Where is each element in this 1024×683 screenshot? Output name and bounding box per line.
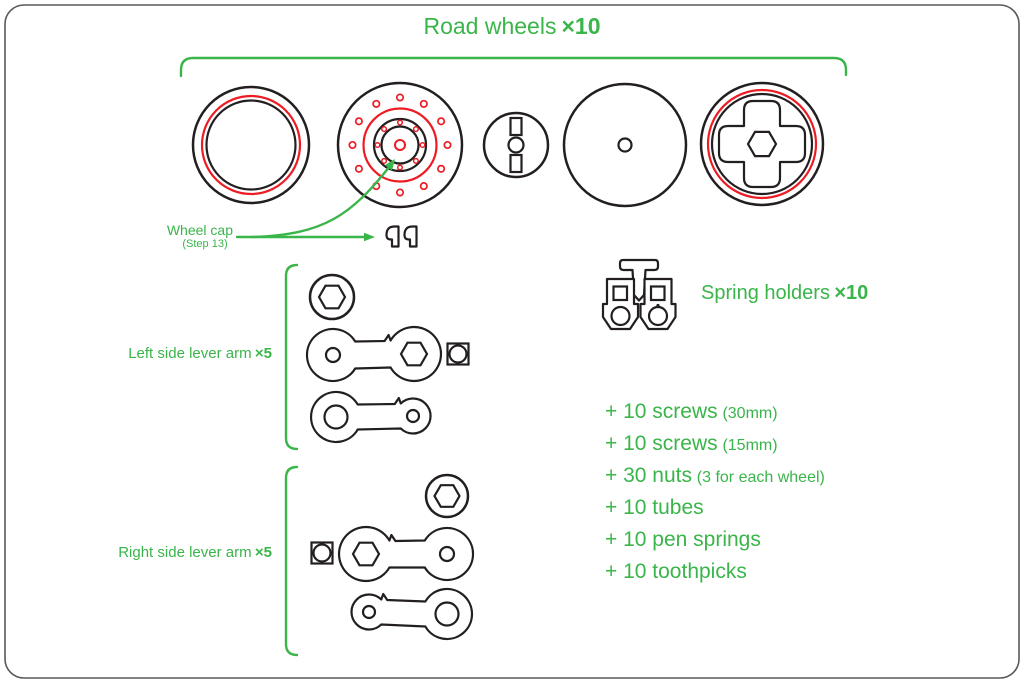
lever-arm-left-hex-illustration bbox=[305, 325, 442, 383]
left-arm-bracket bbox=[284, 263, 299, 451]
inner-bolt-dots bbox=[374, 119, 426, 171]
wheel-hub-face-illustration bbox=[336, 81, 464, 209]
parts-list-item: + 10 tubes bbox=[605, 496, 704, 519]
parts-list-item: + 10 toothpicks bbox=[605, 560, 747, 583]
outer-bolt-dots bbox=[348, 93, 452, 197]
axle-hole bbox=[394, 139, 406, 151]
wheel-cap-pointer-arrowhead bbox=[364, 232, 375, 242]
page-border bbox=[4, 4, 1020, 679]
title-text: Road wheels bbox=[423, 13, 557, 39]
parts-list: + 10 screws(30mm) + 10 screws(15mm) + 30… bbox=[605, 397, 825, 589]
spring-holders-label: Spring holders×10 bbox=[701, 282, 869, 304]
square-nut-left-illustration bbox=[446, 342, 470, 366]
right-arm-label: Right side lever arm×5 bbox=[118, 544, 272, 561]
wheel-cap-curved-arrowhead bbox=[384, 159, 395, 171]
center-hex-hole bbox=[746, 130, 778, 158]
lever-arm-left-round-illustration bbox=[309, 390, 432, 444]
left-arm-label: Left side lever arm×5 bbox=[128, 345, 272, 362]
hex-washer-left-illustration bbox=[308, 273, 356, 321]
wheel-cap-label: Wheel cap bbox=[166, 222, 233, 238]
title-count: ×10 bbox=[561, 13, 601, 39]
parts-list-item: + 10 screws(30mm) bbox=[605, 400, 778, 423]
spring-holder-parts-illustration bbox=[601, 258, 677, 331]
lever-arm-right-round-illustration bbox=[350, 587, 474, 641]
square-nut-right-illustration bbox=[310, 541, 334, 565]
hex-washer-right-illustration bbox=[424, 473, 470, 519]
cap-cross-shape bbox=[717, 99, 807, 189]
wheel-cap-face-illustration bbox=[699, 81, 825, 207]
tire-side-view-illustration bbox=[191, 85, 311, 205]
plain-wheel-face-illustration bbox=[562, 82, 688, 208]
road-wheels-bracket bbox=[179, 56, 848, 78]
wheel-cap-step-note: (Step 13) bbox=[182, 238, 228, 250]
parts-list-item: + 10 screws(15mm) bbox=[605, 432, 778, 455]
t-pin bbox=[618, 258, 660, 302]
lever-arm-right-hex-illustration bbox=[338, 525, 475, 583]
parts-list-item: + 30 nuts(3 for each wheel) bbox=[605, 464, 825, 487]
hub-adapter-illustration bbox=[482, 111, 550, 179]
parts-list-item: + 10 pen springs bbox=[605, 528, 761, 551]
wheel-cap-curved-arrow bbox=[250, 164, 392, 239]
wheel-cap-clips-illustration bbox=[385, 225, 418, 248]
right-arm-bracket bbox=[284, 465, 299, 657]
diagram-title: Road wheels×10 bbox=[0, 13, 1024, 40]
